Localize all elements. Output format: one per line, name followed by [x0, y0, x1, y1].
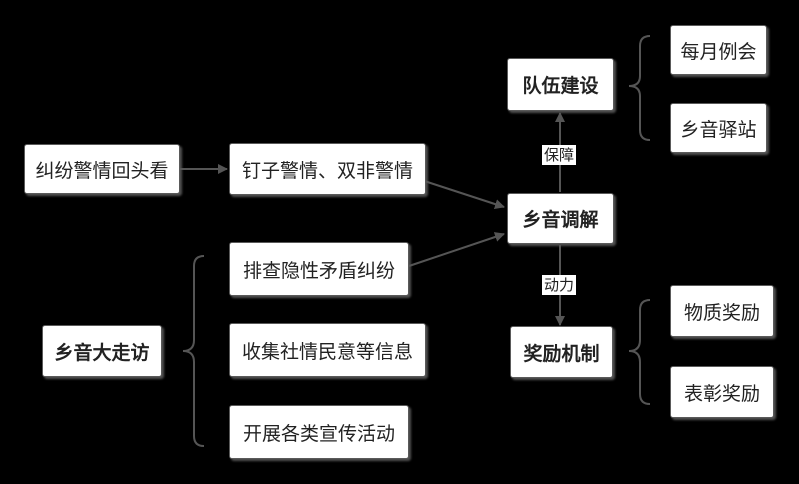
brace-duiwu	[628, 35, 651, 141]
edge-label-dongli: 动力	[542, 275, 577, 295]
edge-label-baozhang: 保障	[542, 145, 577, 165]
node-xiangyin-tiaojie: 乡音调解	[507, 193, 614, 244]
node-kaizhan-xuanchuan: 开展各类宣传活动	[229, 405, 409, 459]
edge-paicha-to-tiaojie	[408, 232, 505, 267]
node-xiangyin-dazoufang: 乡音大走访	[42, 325, 162, 377]
brace-jiangli	[628, 299, 651, 405]
node-meiyue-lihui: 每月例会	[670, 25, 767, 75]
node-dingzi-jingqing: 钉子警情、双非警情	[229, 143, 426, 195]
brace-zoufang	[182, 255, 205, 447]
node-biaozhang-jiangli: 表彰奖励	[670, 366, 774, 418]
node-paicha-maodun: 排查隐性矛盾纠纷	[229, 242, 409, 296]
node-shouji-xinxi: 收集社情民意等信息	[229, 323, 426, 377]
node-jiangli-jizhi: 奖励机制	[510, 326, 613, 378]
node-xiangyin-yizhan: 乡音驿站	[670, 103, 767, 153]
node-jiufen-huitoukan: 纠纷警情回头看	[24, 144, 180, 194]
node-duiwu-jianshe: 队伍建设	[507, 58, 614, 111]
node-wuzhi-jiangli: 物质奖励	[670, 285, 774, 337]
